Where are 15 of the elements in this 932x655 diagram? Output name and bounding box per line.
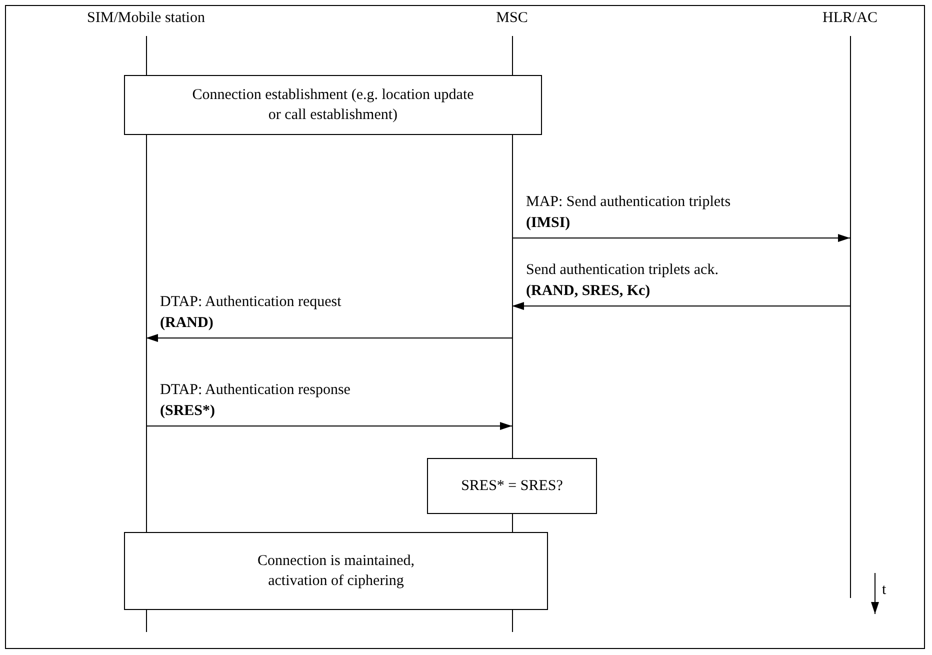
message-arrow	[512, 234, 850, 242]
time-label: t	[882, 581, 886, 600]
lifeline-header: MSC	[496, 10, 528, 26]
process-box: SRES* = SRES?	[427, 458, 597, 514]
lifeline-header: SIM/Mobile station	[87, 10, 205, 26]
message-arrow	[512, 302, 850, 310]
message-arrow	[146, 334, 512, 342]
edge-label: DTAP: Authentication response (SRES*)	[160, 381, 350, 421]
message-arrow	[146, 422, 512, 430]
process-box: Connection establishment (e.g. location update or call establishment)	[124, 75, 542, 135]
lifeline-header: HLR/AC	[822, 10, 878, 26]
edge-label: DTAP: Authentication request (RAND)	[160, 293, 342, 333]
edge-label: Send authentication triplets ack. (RAND, SRES, Kc)	[526, 261, 718, 301]
edge-label: MAP: Send authentication triplets (IMSI)	[526, 193, 731, 233]
process-box: Connection is maintained, activation of ciphering	[124, 532, 548, 610]
